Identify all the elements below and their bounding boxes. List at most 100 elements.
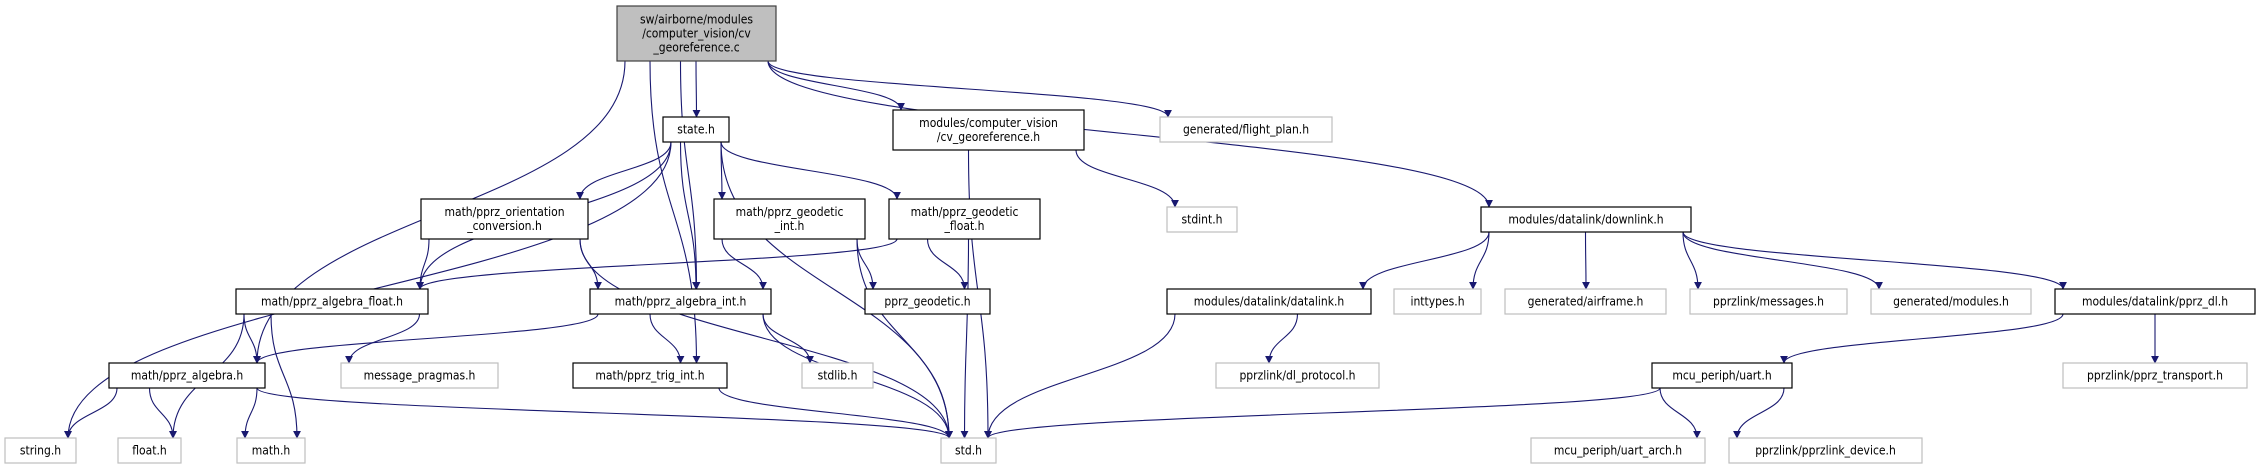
edge-algebra-to-string <box>64 387 118 439</box>
file-node-algint[interactable]: math/pprz_algebra_int.h <box>589 288 772 315</box>
file-node-float: float.h <box>117 437 182 464</box>
file-node-stdint: stdint.h <box>1166 206 1238 233</box>
file-node-modules: generated/modules.h <box>1870 288 2032 315</box>
node-label: _float.h <box>944 219 985 233</box>
edge-state-to-orient <box>576 141 672 200</box>
edge-geofloat-to-algfloat <box>416 238 898 290</box>
edge-root-to-state <box>692 60 701 118</box>
edge-datalink-to-dlproto <box>1265 313 1299 364</box>
edge-algebra-to-float <box>148 387 177 439</box>
node-label: mcu_periph/uart.h <box>1672 369 1771 383</box>
edge-orient-to-std <box>579 238 953 439</box>
edge-algebra-to-math <box>241 387 258 439</box>
edge-geoint-to-algint <box>721 238 767 290</box>
file-node-flightplan: generated/flight_plan.h <box>1159 116 1333 143</box>
edge-root-to-cvgeo <box>767 60 905 111</box>
node-label: modules/datalink/pprz_dl.h <box>2082 295 2228 309</box>
edge-downlink-to-pprzdl <box>1682 231 2067 290</box>
edge-downlink-to-messages <box>1682 231 1702 290</box>
file-node-pprzdl[interactable]: modules/datalink/pprz_dl.h <box>2054 288 2256 315</box>
edge-trigint-to-std <box>718 387 953 439</box>
node-label: math/pprz_geodetic <box>736 205 844 219</box>
node-label: generated/airframe.h <box>1528 295 1644 309</box>
node-label: math.h <box>252 444 290 458</box>
file-node-pragmas: message_pragmas.h <box>340 362 499 389</box>
file-node-inttypes: inttypes.h <box>1393 288 1482 315</box>
node-label: math/pprz_algebra_float.h <box>261 295 403 309</box>
edge-downlink-to-modules <box>1682 231 1883 290</box>
file-node-cvgeo[interactable]: modules/computer_vision/cv_georeference.… <box>892 109 1085 151</box>
node-label: string.h <box>20 444 61 458</box>
node-label: pprzlink/pprz_transport.h <box>2087 369 2223 383</box>
file-node-std: std.h <box>940 437 997 464</box>
file-node-geodetic[interactable]: pprz_geodetic.h <box>864 288 991 315</box>
node-label: pprzlink/dl_protocol.h <box>1239 369 1355 383</box>
file-node-orient[interactable]: math/pprz_orientation_conversion.h <box>420 198 589 240</box>
edge-algfloat-to-algebra <box>243 313 261 364</box>
file-node-algfloat[interactable]: math/pprz_algebra_float.h <box>235 288 429 315</box>
edge-algint-to-trigint <box>649 313 685 364</box>
node-label: pprz_geodetic.h <box>884 295 970 309</box>
node-label: generated/modules.h <box>1893 295 2009 309</box>
nodes: sw/airborne/modules/computer_vision/cv_g… <box>4 5 2256 464</box>
edge-state-to-algint <box>679 141 700 290</box>
edge-geoint-to-std <box>856 238 953 439</box>
node-label: state.h <box>677 123 715 137</box>
edge-downlink-to-airframe <box>1581 231 1590 290</box>
node-label: message_pragmas.h <box>364 369 476 383</box>
edge-uart-to-std <box>984 387 1661 439</box>
file-node-messages: pprzlink/messages.h <box>1689 288 1848 315</box>
node-label: math/pprz_orientation <box>444 205 564 219</box>
file-node-state[interactable]: state.h <box>662 116 730 143</box>
node-label: mcu_periph/uart_arch.h <box>1554 444 1682 458</box>
node-label: modules/computer_vision <box>919 116 1058 130</box>
edge-uart-to-device <box>1733 387 1785 439</box>
edge-datalink-to-std <box>984 313 1176 439</box>
edge-cvgeo-to-stdint <box>1075 149 1179 208</box>
edge-root-to-flightplan <box>767 60 1172 118</box>
edge-state-to-geofloat <box>720 141 901 200</box>
edge-pprzdl-to-uart <box>1780 313 2064 364</box>
file-node-device: pprzlink/pprzlink_device.h <box>1728 437 1923 464</box>
edge-geofloat-to-std <box>960 238 970 439</box>
file-node-geofloat[interactable]: math/pprz_geodetic_float.h <box>888 198 1041 240</box>
edge-algebra-to-std <box>256 387 953 439</box>
file-node-uart[interactable]: mcu_periph/uart.h <box>1651 362 1793 389</box>
node-label: float.h <box>132 444 167 458</box>
file-node-downlink[interactable]: modules/datalink/downlink.h <box>1480 206 1692 233</box>
edge-downlink-to-inttypes <box>1469 231 1490 290</box>
root-file-node: sw/airborne/modules/computer_vision/cv_g… <box>616 5 777 62</box>
file-node-geoint[interactable]: math/pprz_geodetic_int.h <box>713 198 866 240</box>
file-node-algebra[interactable]: math/pprz_algebra.h <box>108 362 266 389</box>
file-node-trigint[interactable]: math/pprz_trig_int.h <box>572 362 728 389</box>
file-node-datalink[interactable]: modules/datalink/datalink.h <box>1166 288 1372 315</box>
node-label: std.h <box>955 444 982 458</box>
node-label: _georeference.c <box>652 41 739 55</box>
file-node-dlproto: pprzlink/dl_protocol.h <box>1215 362 1380 389</box>
file-node-string: string.h <box>4 437 77 464</box>
edge-root-to-downlink <box>767 60 1493 208</box>
node-label: math/pprz_algebra_int.h <box>615 295 747 309</box>
node-label: _conversion.h <box>466 219 542 233</box>
node-label: /computer_vision/cv <box>642 27 751 41</box>
edge-root-to-algint <box>679 60 701 290</box>
node-label: stdint.h <box>1181 213 1222 227</box>
file-node-airframe: generated/airframe.h <box>1504 288 1667 315</box>
node-label: modules/datalink/datalink.h <box>1194 295 1344 309</box>
edge-downlink-to-datalink <box>1359 231 1490 290</box>
edge-geofloat-to-geodetic <box>926 238 969 290</box>
file-node-math: math.h <box>236 437 306 464</box>
node-label: pprzlink/pprzlink_device.h <box>1755 444 1896 458</box>
file-node-stdlib: stdlib.h <box>801 362 874 389</box>
edge-algfloat-to-pragmas <box>345 313 421 364</box>
edge-uart-to-uartarch <box>1659 387 1701 439</box>
node-label: inttypes.h <box>1410 295 1464 309</box>
node-label: /cv_georeference.h <box>937 130 1040 144</box>
node-label: math/pprz_algebra.h <box>131 369 243 383</box>
node-label: pprzlink/messages.h <box>1713 295 1824 309</box>
node-label: _int.h <box>774 219 805 233</box>
node-label: stdlib.h <box>818 369 858 383</box>
node-label: math/pprz_geodetic <box>911 205 1019 219</box>
edge-algint-to-algebra <box>253 313 599 364</box>
